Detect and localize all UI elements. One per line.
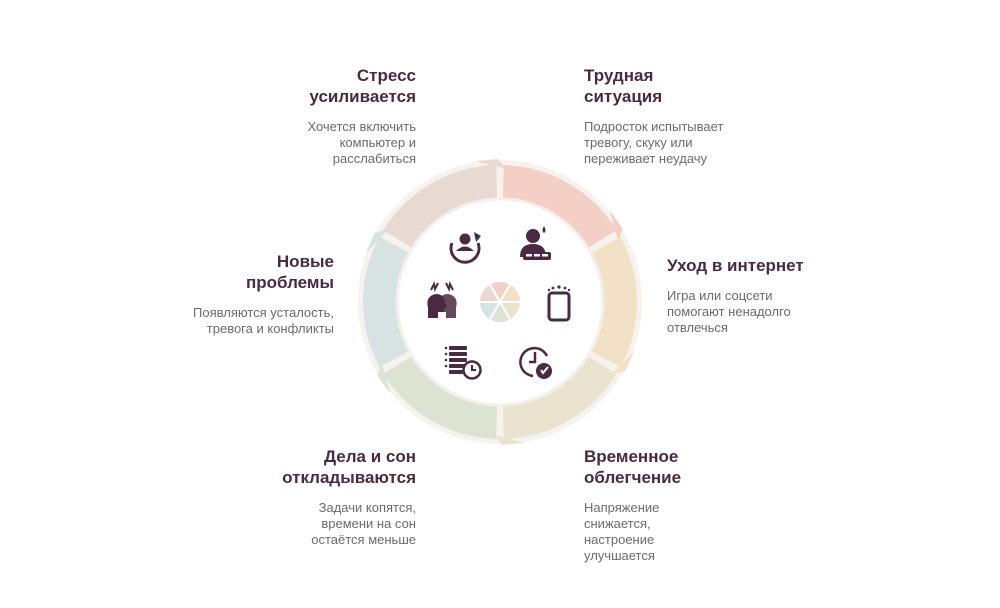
stage-new-problems: Новые проблемы Появляются усталость, тре… [114, 251, 334, 337]
smartphone-icon [547, 285, 571, 322]
stage-tasks-postponed: Дела и сон откладываются Задачи копятся,… [196, 446, 416, 548]
stage-temporary-relief: Временное облегчение Напряжение снижаетс… [584, 446, 804, 564]
ring-arrow-3 [493, 434, 525, 445]
stage-difficult-situation: Трудная ситуация Подросток испытывает тр… [584, 65, 804, 167]
stage-title: Новые проблемы [245, 252, 334, 292]
ring-segment-6 [383, 165, 498, 249]
ring-segment-3 [502, 355, 617, 439]
stage-stress-increases: Стресс усиливается Хочется включить комп… [196, 65, 416, 167]
ring-segment-5 [363, 236, 410, 368]
stage-description: Напряжение снижается, настроение улучшае… [584, 500, 660, 563]
stage-description: Появляются усталость, тревога и конфликт… [193, 305, 334, 336]
stage-title: Дела и сон откладываются [282, 447, 416, 487]
sad-person-icon [520, 226, 551, 260]
stage-description: Подросток испытывает тревогу, скуку или … [584, 119, 724, 166]
stage-title: Временное облегчение [584, 447, 682, 487]
ring-arrow-6 [475, 159, 507, 170]
relief-clock-icon [519, 346, 552, 379]
ring-arrow-4 [377, 362, 391, 394]
stage-title: Уход в интернет [667, 256, 804, 275]
ring-segment-4 [383, 355, 498, 439]
ring-arrow-5 [365, 229, 389, 254]
stage-title: Стресс усиливается [309, 66, 416, 106]
task-list-clock-icon [444, 346, 482, 380]
center-pie-slice-6 [477, 282, 502, 303]
ring-segment-1 [502, 165, 617, 249]
stage-description: Хочется включить компьютер и расслабитьс… [307, 119, 416, 166]
stage-description: Игра или соцсети помогают ненадолго отвл… [667, 288, 791, 335]
stage-internet-escape: Уход в интернет Игра или соцсети помогаю… [667, 255, 887, 336]
stage-title: Трудная ситуация [584, 66, 663, 106]
stage-description: Задачи копятся, времени на сон остаётся … [311, 500, 416, 547]
cycle-person-icon [449, 232, 481, 264]
ring-arrow-2 [611, 350, 635, 375]
ring-segment-2 [590, 236, 637, 368]
ring-arrow-1 [609, 210, 623, 242]
conflict-heads-icon [427, 280, 457, 318]
